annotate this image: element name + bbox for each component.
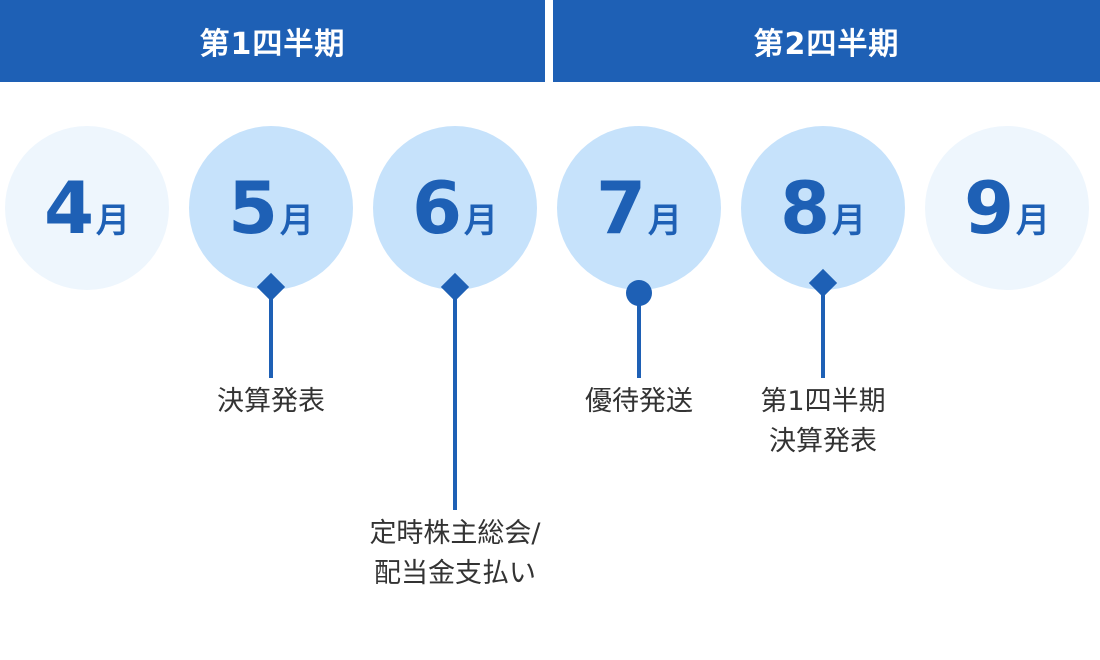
event-label-5: 決算発表 bbox=[217, 386, 325, 417]
month-number: 7 bbox=[595, 166, 647, 250]
dot-marker-icon bbox=[626, 280, 652, 306]
event-label-7: 優待発送 bbox=[585, 386, 693, 417]
event-label-6: 定時株主総会/ 配当金支払い bbox=[369, 518, 541, 589]
month-unit: 月 bbox=[1016, 201, 1051, 241]
month-circle-9: 9 月 bbox=[925, 126, 1089, 290]
month-circle-8: 8 月 bbox=[741, 126, 905, 290]
quarter-1-header: 第1四半期 bbox=[0, 0, 545, 82]
month-number: 5 bbox=[227, 166, 279, 250]
month-circle-4: 4 月 bbox=[5, 126, 169, 290]
event-label-8: 第1四半期 決算発表 bbox=[760, 386, 886, 457]
event-connector-7 bbox=[637, 300, 641, 378]
quarter-2-header: 第2四半期 bbox=[553, 0, 1100, 82]
month-unit: 月 bbox=[464, 201, 499, 241]
month-circle-5: 5 月 bbox=[189, 126, 353, 290]
month-unit: 月 bbox=[832, 201, 867, 241]
month-number: 4 bbox=[43, 166, 95, 250]
month-unit: 月 bbox=[96, 201, 131, 241]
month-number: 8 bbox=[779, 166, 831, 250]
month-unit: 月 bbox=[280, 201, 315, 241]
month-circle-6: 6 月 bbox=[373, 126, 537, 290]
month-number: 6 bbox=[411, 166, 463, 250]
event-connector-5 bbox=[269, 290, 273, 378]
month-unit: 月 bbox=[648, 201, 683, 241]
event-connector-8 bbox=[821, 290, 825, 378]
month-circle-7: 7 月 bbox=[557, 126, 721, 290]
event-connector-6 bbox=[453, 290, 457, 510]
month-number: 9 bbox=[963, 166, 1015, 250]
